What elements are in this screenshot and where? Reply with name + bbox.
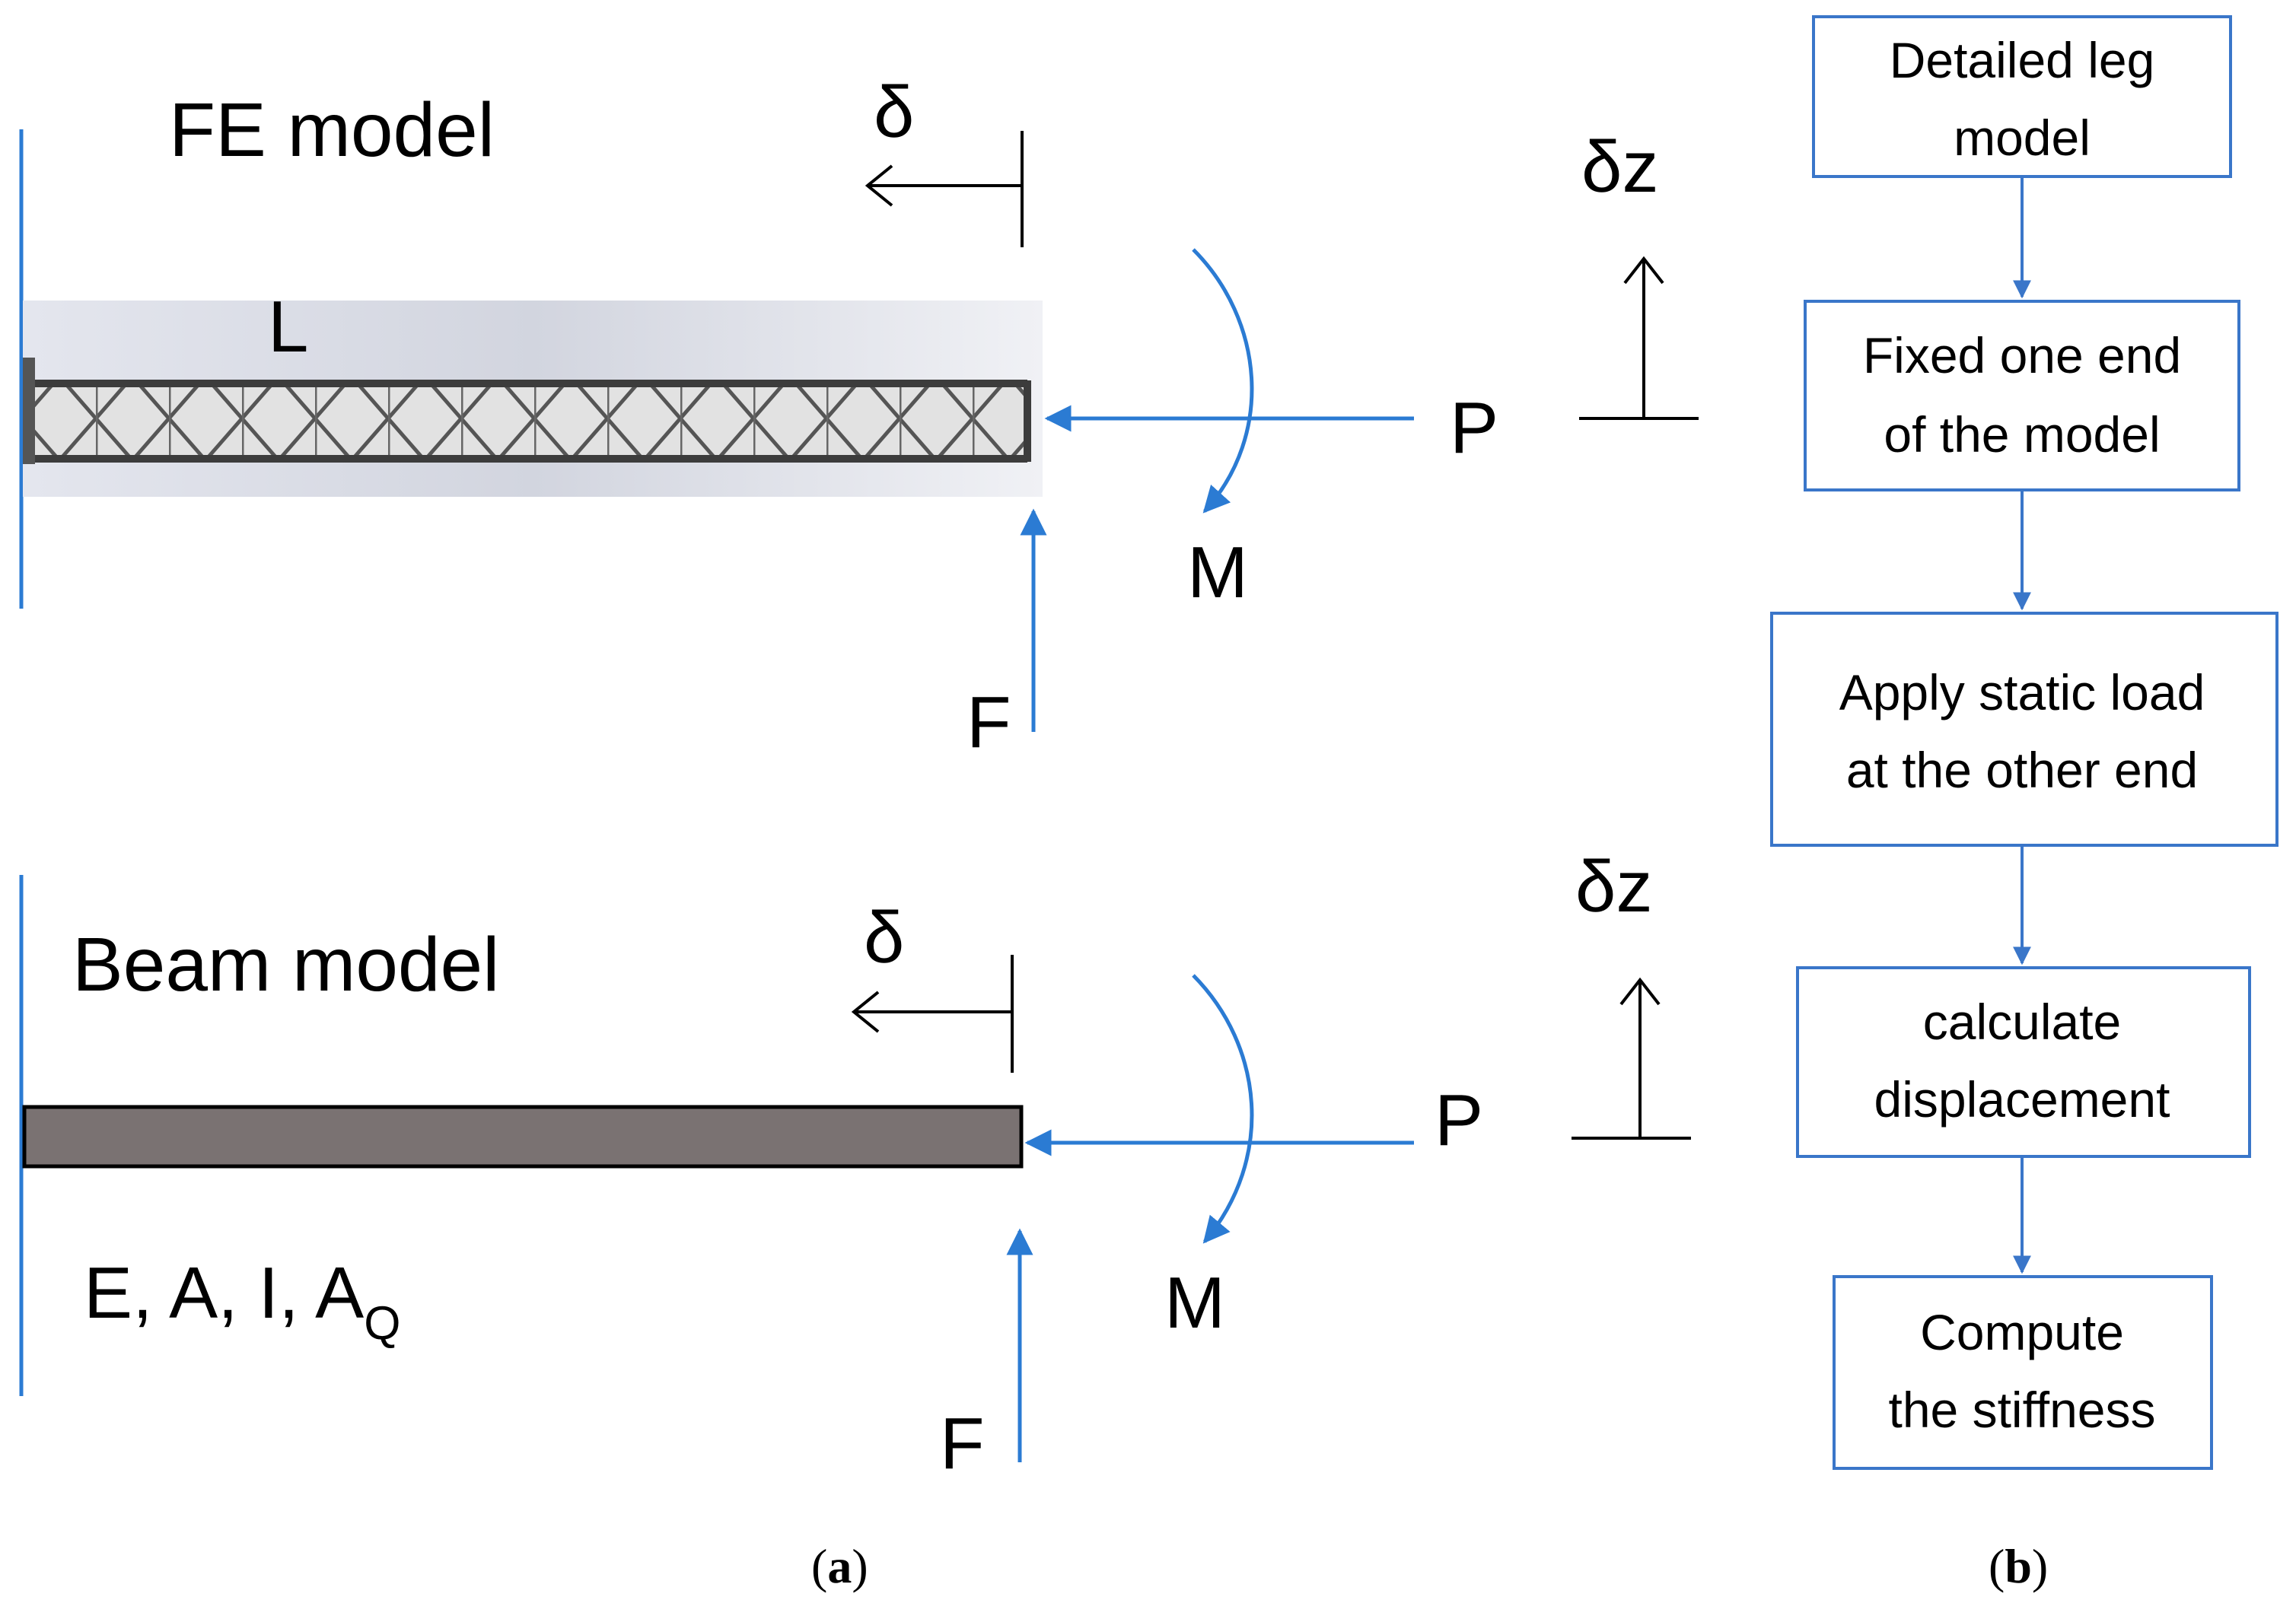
flow-step-5-line1: Compute xyxy=(1920,1304,2124,1360)
beam-delta-arrowhead xyxy=(851,991,880,1033)
fe-dz-label: δz xyxy=(1581,126,1658,208)
flow-step-4-box xyxy=(1796,966,2251,1158)
fe-moment-arrow xyxy=(1192,248,1254,514)
flow-step-5-line2: the stiffness xyxy=(1889,1382,2156,1438)
caption-a-open: ( xyxy=(811,1539,827,1593)
flow-step-5-box xyxy=(1833,1275,2213,1470)
flowchart: Detailed leg model Fixed one end of the … xyxy=(1770,15,2278,1470)
flow-step-1-line2: model xyxy=(1954,110,2091,166)
beam-moment-label: M xyxy=(1164,1262,1225,1344)
beam-load-p-label: P xyxy=(1435,1080,1483,1161)
flow-step-2-line2: of the model xyxy=(1884,406,2160,463)
beam-model-group: Beam model E, A, I, AQ δ M P F δz xyxy=(19,846,1691,1484)
caption-b-open: ( xyxy=(1989,1539,2005,1593)
beam-force-f-label: F xyxy=(940,1403,985,1484)
beam-properties-subscript: Q xyxy=(364,1297,400,1350)
beam-dz-arrowhead xyxy=(1619,977,1661,1006)
fe-dz-arrowhead xyxy=(1623,256,1664,285)
beam-moment-arrow xyxy=(1192,974,1254,1244)
flow-step-1-line1: Detailed leg xyxy=(1890,32,2155,88)
flow-step-3-box xyxy=(1770,612,2278,847)
flow-step-3-line2: at the other end xyxy=(1846,742,2198,798)
flow-step-3-line1: Apply static load xyxy=(1839,664,2205,720)
fe-length-label: L xyxy=(268,286,308,367)
fe-model-group: FE model L δ M P F δz xyxy=(19,72,1699,763)
beam-properties-label: E, A, I, AQ xyxy=(84,1252,400,1350)
beam-model-title: Beam model xyxy=(72,922,499,1007)
fe-load-p-label: P xyxy=(1450,387,1498,469)
flow-step-1-box xyxy=(1812,15,2232,178)
beam-delta-label: δ xyxy=(864,897,904,978)
fe-delta-label: δ xyxy=(874,72,914,153)
caption-b: (b) xyxy=(1989,1539,2048,1593)
flow-step-4-line1: calculate xyxy=(1923,994,2122,1050)
flow-step-2-line1: Fixed one end xyxy=(1863,327,2181,383)
fe-moment-label: M xyxy=(1187,532,1248,613)
caption-b-close: ) xyxy=(2032,1539,2048,1593)
beam-bar xyxy=(22,1105,1024,1169)
flow-step-4-line2: displacement xyxy=(1874,1071,2170,1128)
fe-delta-arrowhead xyxy=(865,164,893,207)
caption-a-letter: a xyxy=(827,1539,852,1593)
beam-dz-label: δz xyxy=(1575,846,1652,927)
caption-a: (a) xyxy=(811,1539,868,1593)
fe-truss-leg xyxy=(23,358,1031,464)
caption-a-close: ) xyxy=(852,1539,868,1593)
flow-step-2-box xyxy=(1804,300,2240,491)
beam-properties-text: E, A, I, A xyxy=(84,1252,364,1334)
fe-force-f-label: F xyxy=(966,682,1011,763)
caption-b-letter: b xyxy=(2005,1539,2032,1593)
fe-model-title: FE model xyxy=(169,87,495,173)
